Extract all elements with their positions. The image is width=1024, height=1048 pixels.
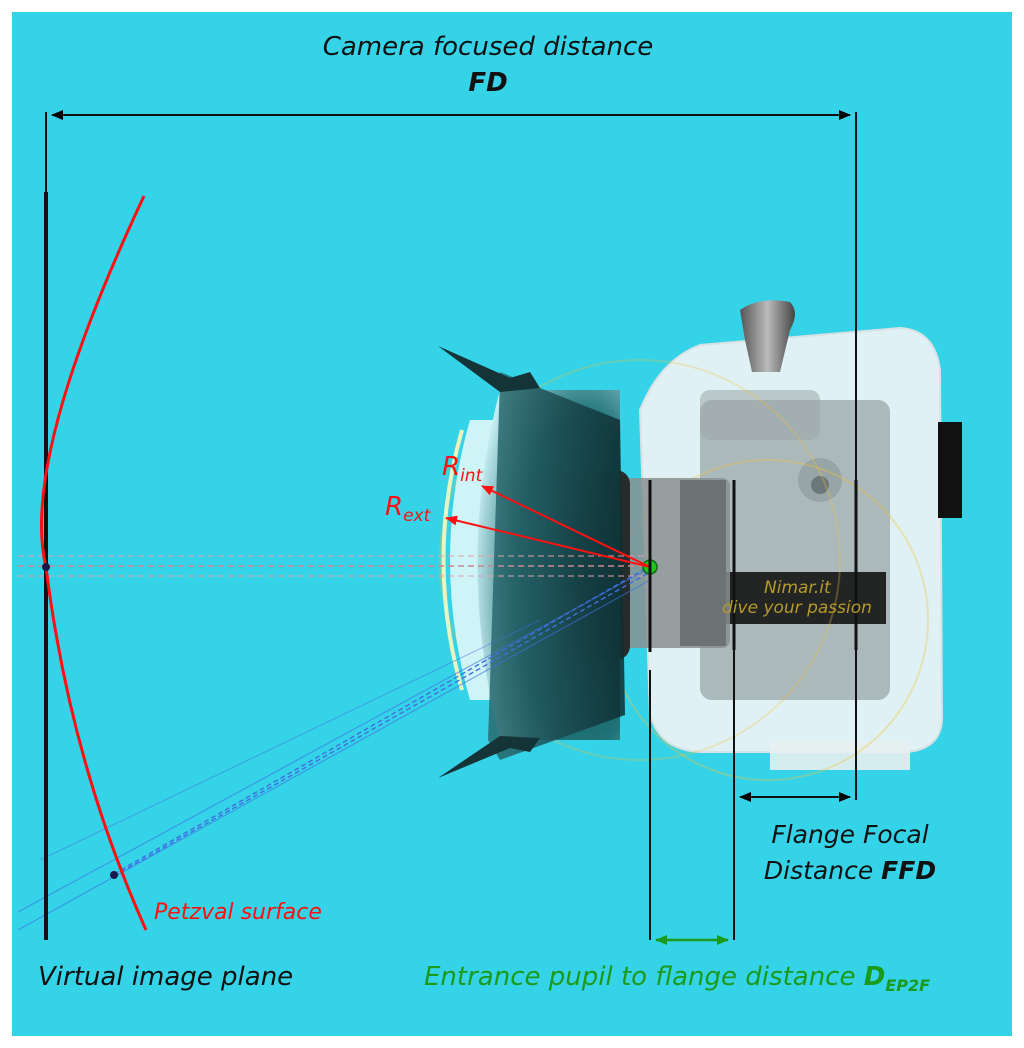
r-int-subscript: int	[460, 466, 483, 487]
r-ext-label: Rext	[385, 492, 430, 526]
dep2f-subscript: EP2F	[885, 976, 931, 996]
axis-focus-point	[42, 563, 50, 571]
housing-brand-name: Nimar.it	[764, 578, 831, 598]
dome-port	[438, 346, 625, 778]
r-ext-subscript: ext	[403, 506, 431, 527]
focused-distance-symbol: FD	[468, 68, 508, 98]
flange-distance-word: Distance	[763, 856, 874, 885]
flange-focal-label-line2: Distance FFD	[730, 856, 970, 885]
r-ext-arrow	[445, 515, 651, 568]
focused-distance-label: Camera focused distance	[322, 32, 654, 62]
petzval-label: Petzval surface	[154, 900, 322, 925]
r-int-label: Rint	[442, 452, 482, 486]
petzval-curve	[40, 195, 148, 931]
housing-brand-slogan: dive your passion	[722, 598, 872, 618]
entrance-pupil-label: Entrance pupil to flange distance DEP2F	[424, 962, 930, 995]
entrance-pupil-text: Entrance pupil to flange distance	[424, 962, 856, 992]
r-ext-symbol: R	[385, 492, 404, 522]
optical-axis-rays	[18, 555, 650, 577]
r-int-symbol: R	[442, 452, 461, 482]
flange-focal-label: Flange Focal	[771, 820, 929, 849]
dep2f-symbol: D	[863, 962, 886, 992]
off-axis-rays	[17, 565, 651, 931]
ffd-symbol: FFD	[881, 856, 937, 885]
off-axis-focus-point	[110, 871, 118, 879]
r-int-arrow	[481, 485, 651, 568]
virtual-plane-label: Virtual image plane	[38, 962, 294, 992]
